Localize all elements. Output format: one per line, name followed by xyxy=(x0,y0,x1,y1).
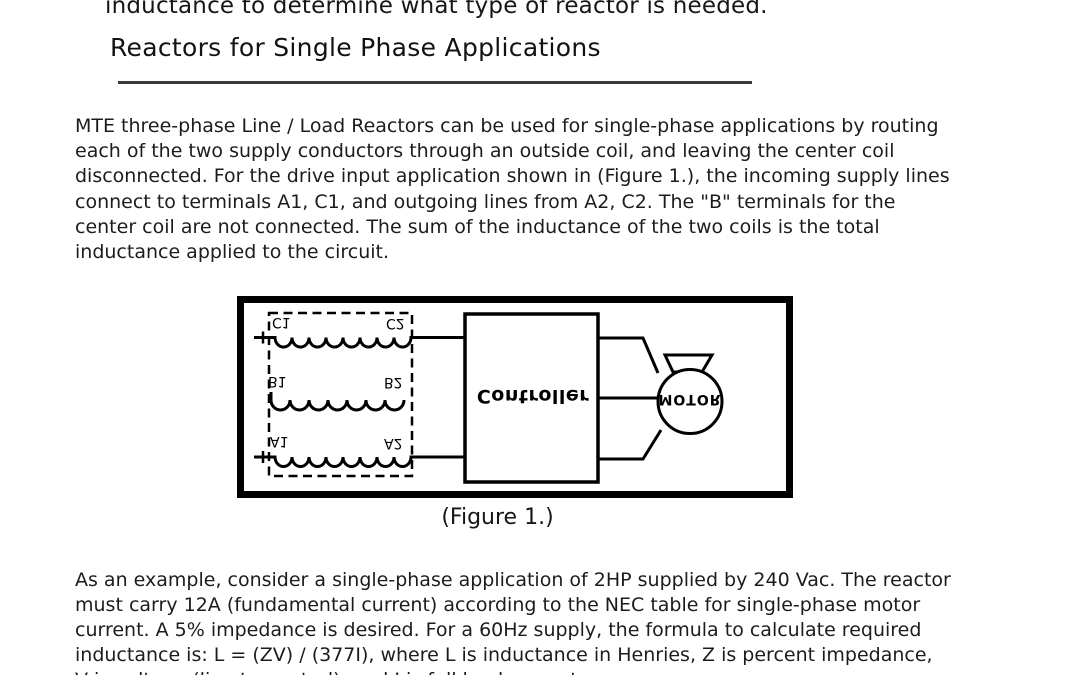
coil-a-winding xyxy=(254,455,465,468)
paragraph-line: center coil are not connected. The sum o… xyxy=(75,215,880,238)
paragraph-line: must carry 12A (fundamental current) acc… xyxy=(75,594,921,616)
coil-c-winding xyxy=(254,336,465,349)
figure-1-diagram: C1 C2 B1 B2 A1 A2 Controller MOTOR xyxy=(237,296,793,498)
terminal-label-c2: C2 xyxy=(386,315,405,331)
coil-b-winding xyxy=(269,392,406,412)
motor-circle xyxy=(656,368,724,435)
reactor-circuit-figure: C1 C2 B1 B2 A1 A2 Controller MOTOR xyxy=(237,296,793,498)
paragraph-line: As an example, consider a single-phase a… xyxy=(75,569,951,591)
figure-caption: (Figure 1.) xyxy=(441,505,554,530)
paragraph-line: each of the two supply conductors throug… xyxy=(75,140,895,163)
motor-wire-top xyxy=(598,336,660,374)
previous-paragraph-clipped-line: inductance to determine what type of rea… xyxy=(105,0,768,19)
terminal-label-a1: A1 xyxy=(270,433,288,449)
paragraph-line: inductance is: L = (ZV) / (377I), where … xyxy=(75,644,933,666)
paragraph-line: disconnected. For the drive input applic… xyxy=(75,165,950,188)
heading-underline xyxy=(118,81,752,84)
motor-label: MOTOR xyxy=(658,391,721,407)
paragraph-line: connect to terminals A1, C1, and outgoin… xyxy=(75,190,896,213)
reactor-dashed-outline xyxy=(267,311,414,478)
terminal-label-b2: B2 xyxy=(384,374,403,390)
controller-label: Controller xyxy=(477,385,589,407)
motor-wire-bottom xyxy=(598,429,663,461)
paragraph-line: MTE three-phase Line / Load Reactors can… xyxy=(75,115,939,137)
terminal-label-b1: B1 xyxy=(268,373,287,389)
paragraph-line: inductance applied to the circuit. xyxy=(75,241,390,264)
paragraph-line: current. A 5% impedance is desired. For … xyxy=(75,619,922,641)
intro-paragraph: MTE three-phase Line / Load Reactors can… xyxy=(75,114,950,265)
section-heading: Reactors for Single Phase Applications xyxy=(110,33,601,62)
terminal-label-a2: A2 xyxy=(384,435,402,451)
terminal-label-c1: C1 xyxy=(272,314,291,330)
paragraph-line-clipped: V is voltage (line to neutral), and I is… xyxy=(75,668,951,675)
example-paragraph: As an example, consider a single-phase a… xyxy=(75,568,951,675)
